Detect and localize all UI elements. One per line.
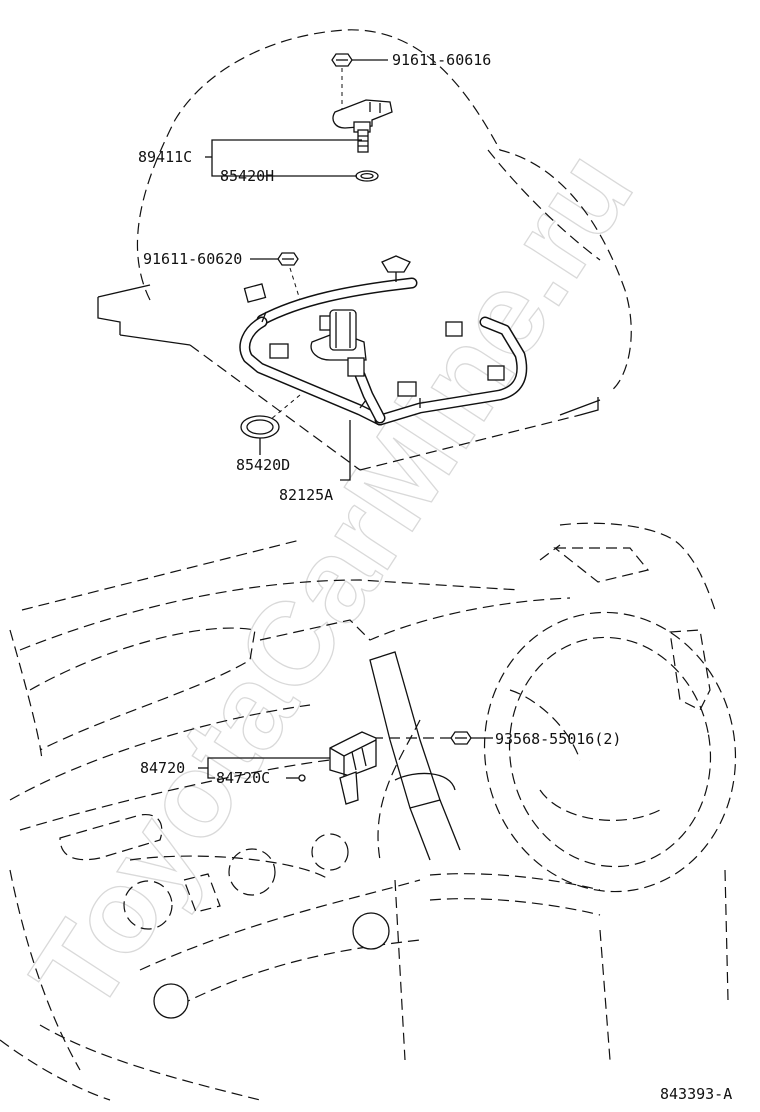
bolt-91611-60620 bbox=[277, 252, 299, 266]
dashboard-outline bbox=[0, 522, 729, 1101]
engine-cover-outline bbox=[136, 29, 632, 391]
steering-column bbox=[369, 651, 461, 861]
leader-lines-bottom bbox=[198, 737, 493, 779]
label-91611-60616: 91611-60616 bbox=[392, 51, 491, 69]
diagram-code: 843393-A bbox=[660, 1085, 732, 1103]
oring-85420h bbox=[355, 170, 379, 182]
dashboard-knobs bbox=[123, 833, 390, 1019]
oring-85420d bbox=[240, 415, 280, 439]
harness-82125a bbox=[239, 255, 528, 426]
label-84720: 84720 bbox=[140, 759, 185, 777]
label-84720c: 84720C bbox=[216, 769, 270, 787]
label-93568-55016: 93568-55016(2) bbox=[495, 730, 621, 748]
watermark: ToyotaCarMine.ru bbox=[6, 128, 658, 1034]
bolt-93568-55016 bbox=[372, 731, 472, 745]
bolt-91611-60616 bbox=[331, 53, 353, 110]
label-89411c: 89411C bbox=[138, 148, 192, 166]
engine-platform bbox=[97, 284, 601, 471]
label-85420d: 85420D bbox=[236, 456, 290, 474]
label-85420h: 85420H bbox=[220, 167, 274, 185]
steering-wheel bbox=[483, 611, 737, 893]
sensor-89411c bbox=[332, 99, 393, 153]
label-82125a: 82125A bbox=[279, 486, 333, 504]
sensor-bracket-84720 bbox=[298, 731, 377, 805]
leader-lines-top bbox=[205, 59, 388, 481]
label-91611-60620: 91611-60620 bbox=[143, 250, 242, 268]
